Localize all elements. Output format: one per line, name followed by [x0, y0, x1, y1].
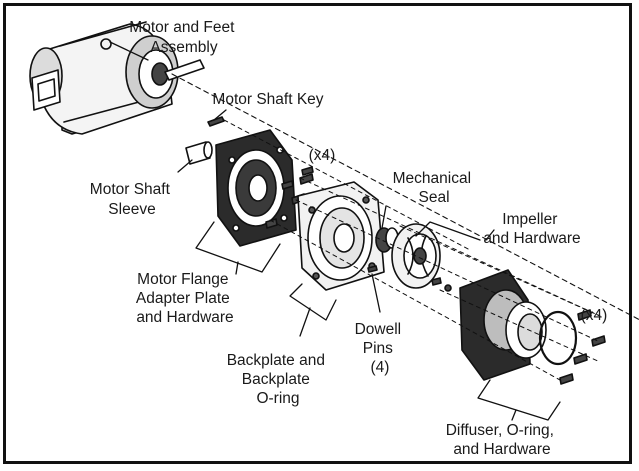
motor-flange-adapter-plate [215, 129, 314, 247]
label-flange-adapter: Motor Flange Adapter Plate and Hardware [136, 271, 234, 326]
flange-bolts [281, 166, 314, 190]
label-x4-top: (x4) [309, 147, 336, 164]
label-impeller: Impeller and Hardware [483, 211, 580, 247]
backplate [297, 181, 385, 291]
label-mechanical-seal: Mechanical Seal [393, 170, 476, 206]
motor-shaft-key [207, 116, 225, 127]
dowell-pins [367, 265, 378, 273]
label-dowell-pins: Dowell Pins (4) [355, 321, 406, 376]
label-diffuser: Diffuser, O-ring, and Hardware [446, 422, 559, 458]
label-motor-and-feet: Motor and Feet Assembly [129, 19, 238, 56]
label-x4-right: (x4) [581, 307, 608, 324]
label-motor-shaft-key: Motor Shaft Key [212, 91, 323, 108]
label-motor-shaft-sleeve: Motor Shaft Sleeve [90, 181, 174, 218]
label-backplate: Backplate and Backplate O-ring [227, 352, 330, 407]
motor-shaft-sleeve [185, 141, 213, 165]
callout-lines [109, 41, 561, 421]
diffuser [459, 269, 606, 385]
impeller [391, 223, 452, 292]
